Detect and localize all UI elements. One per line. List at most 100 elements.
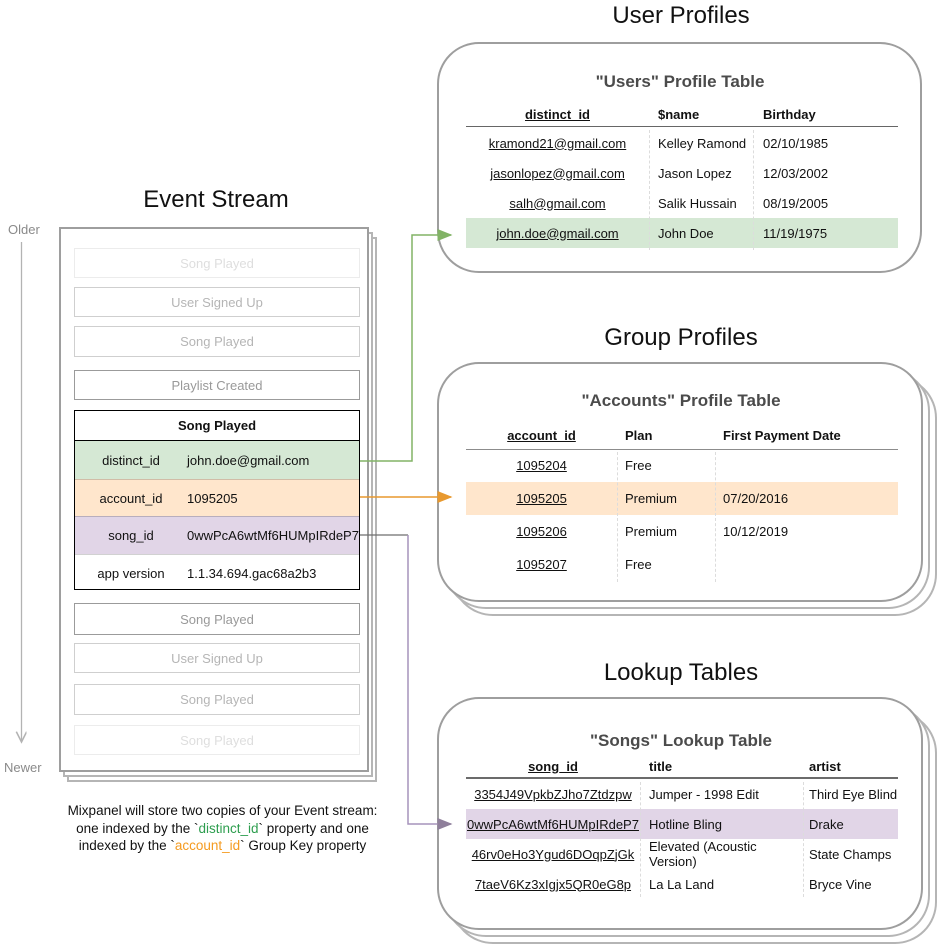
column-header-song-id: song_id bbox=[528, 758, 578, 774]
table-row: kramond21@gmail.com Kelley Ramond 02/10/… bbox=[466, 128, 898, 158]
column-separator bbox=[803, 782, 804, 897]
event-stream-title: Event Stream bbox=[143, 186, 289, 213]
users-profile-table: distinct_id $name Birthday kramond21@gma… bbox=[466, 103, 898, 248]
property-key: distinct_id bbox=[102, 452, 160, 468]
table-row: 1095207 Free bbox=[466, 548, 898, 581]
event-row-collapsed: User Signed Up bbox=[74, 643, 360, 673]
cell-name: Salik Hussain bbox=[658, 195, 737, 211]
header-rule bbox=[466, 449, 898, 450]
cell-distinct-id: salh@gmail.com bbox=[509, 195, 606, 211]
cell-account-id: 1095204 bbox=[516, 458, 567, 473]
event-property-row-distinct-id: distinct_id john.doe@gmail.com bbox=[75, 441, 359, 479]
column-header-title: title bbox=[649, 758, 673, 774]
cell-account-id: 1095207 bbox=[516, 557, 567, 572]
cell-name: Kelley Ramond bbox=[658, 135, 747, 151]
table-row: 3354J49VpkbZJho7Ztdzpw Jumper - 1998 Edi… bbox=[466, 779, 898, 809]
cell-artist: Drake bbox=[809, 816, 844, 832]
column-header-name: $name bbox=[658, 107, 700, 122]
property-key: song_id bbox=[108, 528, 154, 543]
event-label: Song Played bbox=[180, 692, 254, 707]
cell-plan: Free bbox=[625, 458, 652, 473]
accounts-profile-table: account_id Plan First Payment Date 10952… bbox=[466, 423, 898, 581]
column-separator bbox=[753, 130, 754, 250]
cell-plan: Free bbox=[625, 557, 652, 572]
header-rule bbox=[466, 126, 898, 127]
cell-distinct-id: jasonlopez@gmail.com bbox=[490, 165, 625, 181]
table-row-highlighted: 1095205 Premium 07/20/2016 bbox=[466, 482, 898, 515]
event-row-collapsed: Song Played bbox=[74, 725, 360, 755]
cell-distinct-id: john.doe@gmail.com bbox=[496, 225, 619, 241]
expanded-event-title: Song Played bbox=[75, 411, 359, 441]
lookup-tables-title: Lookup Tables bbox=[603, 659, 759, 686]
column-header-birthday: Birthday bbox=[763, 107, 816, 122]
newer-label: Newer bbox=[4, 760, 42, 775]
cell-song-id: 46rv0eHo3Ygud6DOqpZjGk bbox=[471, 846, 635, 862]
cell-name: John Doe bbox=[658, 225, 714, 241]
table-row: 1095204 Free bbox=[466, 449, 898, 482]
cell-plan: Premium bbox=[625, 491, 678, 506]
accounts-table-header: account_id Plan First Payment Date bbox=[466, 423, 898, 448]
event-row-collapsed: Song Played bbox=[74, 603, 360, 635]
cell-first-payment: 07/20/2016 bbox=[723, 491, 789, 506]
cell-account-id: 1095206 bbox=[516, 524, 567, 539]
table-row: 46rv0eHo3Ygud6DOqpZjGk Elevated (Acousti… bbox=[466, 839, 898, 869]
header-rule bbox=[466, 777, 898, 779]
cell-title: Elevated (Acoustic Version) bbox=[649, 839, 757, 869]
column-header-first-payment-date: First Payment Date bbox=[723, 428, 841, 443]
event-label: Song Played bbox=[180, 732, 254, 748]
users-profile-table-title: "Users" Profile Table bbox=[595, 72, 765, 91]
column-header-artist: artist bbox=[809, 758, 841, 774]
property-key: app version bbox=[97, 565, 165, 581]
event-row-collapsed: User Signed Up bbox=[74, 287, 360, 317]
songs-lookup-table-title: "Songs" Lookup Table bbox=[589, 731, 773, 750]
table-row-highlighted: 0wwPcA6wtMf6HUMpIRdeP7 Hotline Bling Dra… bbox=[466, 809, 898, 839]
group-profiles-title: Group Profiles bbox=[604, 324, 758, 351]
cell-title: Jumper - 1998 Edit bbox=[649, 786, 759, 802]
cell-plan: Premium bbox=[625, 524, 678, 539]
cell-title: Hotline Bling bbox=[649, 816, 722, 832]
property-value: 1095205 bbox=[187, 490, 238, 506]
event-property-row-app-version: app version 1.1.34.694.gac68a2b3 bbox=[75, 554, 359, 591]
account-id-token: account_id bbox=[174, 838, 241, 853]
cell-distinct-id: kramond21@gmail.com bbox=[488, 135, 627, 151]
property-value: 0wwPcA6wtMf6HUMpIRdeP7 bbox=[187, 528, 359, 543]
cell-song-id: 7taeV6Kz3xIgjx5QR0eG8p bbox=[474, 876, 632, 892]
cell-birthday: 02/10/1985 bbox=[763, 135, 829, 151]
event-label: User Signed Up bbox=[171, 650, 263, 666]
cell-artist: Third Eye Blind bbox=[809, 786, 898, 802]
column-header-account-id: account_id bbox=[507, 428, 576, 443]
caption-line-2: one indexed by the `distinct_id` propert… bbox=[76, 820, 369, 836]
column-separator bbox=[617, 452, 618, 582]
event-row-collapsed: Song Played bbox=[74, 684, 360, 715]
caption-line-1: Mixpanel will store two copies of your E… bbox=[67, 803, 378, 818]
cell-first-payment: 10/12/2019 bbox=[723, 524, 789, 539]
property-value: john.doe@gmail.com bbox=[187, 452, 310, 468]
songs-table-header: song_id title artist bbox=[466, 756, 898, 776]
users-table-header: distinct_id $name Birthday bbox=[466, 103, 898, 126]
older-label: Older bbox=[8, 222, 40, 237]
cell-artist: Bryce Vine bbox=[809, 876, 872, 892]
property-key: account_id bbox=[99, 490, 163, 506]
accounts-profile-table-title: "Accounts" Profile Table bbox=[581, 391, 781, 410]
distinct-id-token: distinct_id bbox=[198, 820, 259, 836]
cell-song-id: 0wwPcA6wtMf6HUMpIRdeP7 bbox=[467, 816, 639, 832]
cell-title: La La Land bbox=[649, 876, 715, 892]
cell-birthday: 12/03/2002 bbox=[763, 165, 829, 181]
column-header-plan: Plan bbox=[625, 428, 653, 443]
column-separator bbox=[640, 782, 641, 897]
table-row: 7taeV6Kz3xIgjx5QR0eG8p La La Land Bryce … bbox=[466, 869, 898, 899]
event-property-row-song-id: song_id 0wwPcA6wtMf6HUMpIRdeP7 bbox=[75, 516, 359, 554]
table-row-highlighted: john.doe@gmail.com John Doe 11/19/1975 bbox=[466, 218, 898, 248]
event-label: Song Played bbox=[180, 334, 254, 349]
expanded-event-card: Song Played distinct_id john.doe@gmail.c… bbox=[74, 410, 360, 590]
cell-birthday: 11/19/1975 bbox=[763, 225, 828, 241]
event-row-collapsed: Song Played bbox=[74, 326, 360, 357]
table-row: salh@gmail.com Salik Hussain 08/19/2005 bbox=[466, 188, 898, 218]
event-row-collapsed: Playlist Created bbox=[74, 370, 360, 400]
event-label: Song Played bbox=[180, 611, 254, 627]
event-property-row-account-id: account_id 1095205 bbox=[75, 479, 359, 516]
mixpanel-caption: Mixpanel will store two copies of your E… bbox=[30, 802, 415, 855]
caption-line-3: indexed by the `account_id` Group Key pr… bbox=[78, 838, 367, 853]
property-value: 1.1.34.694.gac68a2b3 bbox=[187, 565, 317, 581]
